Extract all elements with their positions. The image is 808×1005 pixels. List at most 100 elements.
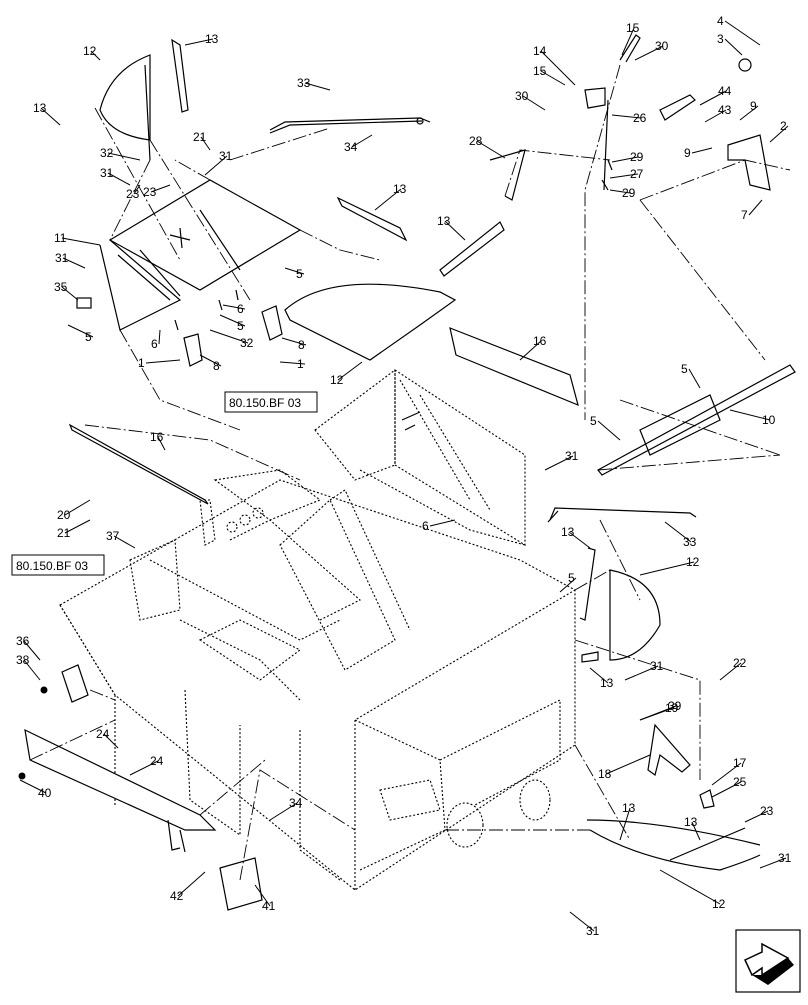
callout-leader: [748, 199, 763, 216]
callout-leader: [62, 257, 86, 269]
callout-label: 24: [96, 727, 110, 741]
callout-label: 23: [760, 804, 774, 818]
callout-leader: [158, 329, 161, 345]
callout-label: 20: [57, 508, 71, 522]
callout-leader: [61, 237, 101, 246]
callout-leader: [67, 324, 94, 338]
callout-leader: [150, 184, 171, 193]
callout-leader: [279, 361, 306, 365]
callout-leader: [200, 136, 211, 151]
callout-label: 7: [741, 208, 748, 222]
reference-box-lower[interactable]: 80.150.BF 03: [11, 554, 105, 576]
callout-label: 31: [565, 449, 579, 463]
callout-leader: [724, 20, 761, 46]
bottom-left-parts: [18, 664, 356, 911]
callout-label: 35: [54, 280, 68, 294]
left-rail-16: [68, 423, 301, 505]
callout-leader: [724, 38, 743, 56]
callout-label: 30: [655, 39, 669, 53]
callout-label: 2: [780, 119, 787, 133]
callout-label: 15: [533, 64, 547, 78]
callout-leader: [269, 802, 298, 821]
callout-label: 3: [717, 32, 724, 46]
callout-label: 5: [237, 319, 244, 333]
callout-label: 4: [717, 14, 724, 28]
callout-label: 31: [55, 251, 69, 265]
callout-label: 13: [622, 801, 636, 815]
callout-label: 43: [718, 103, 732, 117]
callout-leader: [23, 659, 41, 681]
callout-leader: [704, 109, 727, 123]
assembly-lines-upper-left: [94, 107, 381, 431]
callout-leader: [222, 304, 246, 310]
right-side-boards: [445, 519, 761, 871]
callout-leader: [611, 156, 639, 163]
callout-leader: [719, 662, 742, 681]
callout-leader: [609, 173, 639, 179]
callout-label: 40: [38, 786, 52, 800]
right-shield-10: [597, 364, 796, 476]
callout-leader: [639, 561, 695, 576]
callout-leader: [544, 455, 574, 471]
callout-label: 21: [57, 526, 71, 540]
callout-label: 22: [733, 656, 747, 670]
callout-label: 5: [590, 414, 597, 428]
callout-label: 18: [598, 767, 612, 781]
callout-label: 41: [262, 899, 276, 913]
callout-label: 5: [681, 362, 688, 376]
main-housing: [59, 469, 576, 891]
callout-leader: [64, 499, 91, 516]
callout-label: 21: [193, 130, 207, 144]
callout-leader: [204, 155, 228, 176]
callout-label: 13: [684, 815, 698, 829]
callout-label: 42: [170, 889, 184, 903]
callout-label: 12: [83, 44, 97, 58]
next-arrow-icon[interactable]: [735, 929, 801, 993]
callout-label: 14: [533, 44, 547, 58]
callout-label: 5: [568, 571, 575, 585]
callout-label: 31: [778, 851, 792, 865]
callout-label: 13: [33, 101, 47, 115]
callout-leader: [23, 640, 41, 661]
callout-label: 6: [151, 337, 158, 351]
upper-left-frame: [76, 38, 302, 367]
callout-leader: [113, 535, 136, 549]
callout-label: 9: [750, 99, 757, 113]
callout-label: 31: [586, 924, 600, 938]
callout-leader: [281, 337, 307, 346]
callout-label: 11: [54, 231, 67, 245]
top-rod-assembly: [269, 117, 505, 361]
callout-label: 37: [106, 529, 120, 543]
callout-leader: [568, 531, 591, 549]
callout-label: 44: [718, 84, 732, 98]
callout-label: 33: [297, 76, 311, 90]
callout-leader: [569, 911, 595, 932]
reference-box-upper[interactable]: 80.150.BF 03: [224, 391, 318, 413]
callout-label: 29: [630, 150, 644, 164]
callout-leader: [691, 821, 701, 841]
callout-leader: [659, 869, 721, 905]
callout-label: 1: [138, 356, 145, 370]
callout-label: 13: [437, 214, 451, 228]
callout-label: 13: [561, 525, 575, 539]
callout-leader: [219, 314, 246, 327]
right-rod-33: [547, 507, 697, 523]
callout-label: 25: [733, 775, 747, 789]
callout-leader: [711, 762, 742, 786]
callout-leader: [199, 354, 222, 367]
callout-leader: [444, 220, 466, 241]
callout-label: 13: [600, 676, 614, 690]
callout-leader: [691, 147, 713, 154]
callout-label: 16: [533, 334, 547, 348]
callout-label: 12: [686, 555, 700, 569]
callout-label: 36: [16, 634, 30, 648]
callout-leader: [634, 45, 664, 61]
callout-label: 6: [237, 302, 244, 316]
callout-leader: [621, 27, 635, 56]
callout-leader: [351, 134, 373, 148]
callout-leader: [177, 871, 206, 897]
callout-leader: [664, 521, 692, 543]
callout-leader: [129, 760, 159, 776]
